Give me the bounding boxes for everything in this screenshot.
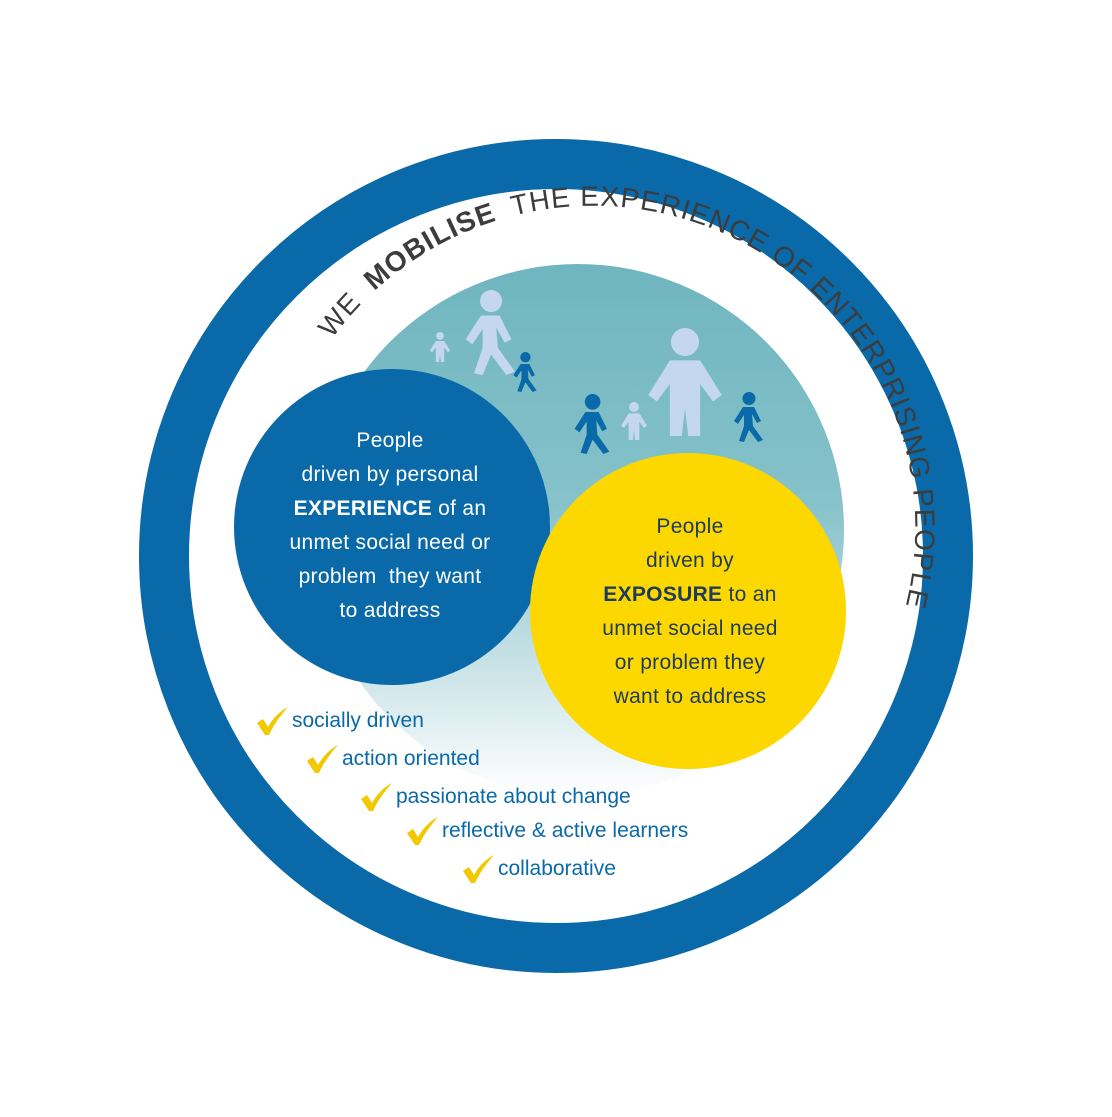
person-icon <box>574 394 610 454</box>
trait-label: reflective & active learners <box>442 819 689 842</box>
experience-line-3: EXPERIENCE of an <box>240 492 540 526</box>
person-icon <box>734 392 763 442</box>
trait-label: collaborative <box>498 857 616 880</box>
check-icon <box>254 706 290 736</box>
check-icon <box>358 782 394 812</box>
exposure-line-6: want to address <box>613 685 767 708</box>
experience-circle-text: People driven by personal EXPERIENCE of … <box>240 424 540 628</box>
exposure-line-3-rest: to an <box>728 583 777 606</box>
trait-label: passionate about change <box>396 785 631 808</box>
experience-line-1: People <box>356 429 424 452</box>
experience-line-2: driven by personal <box>301 463 479 486</box>
arc-heading-we: WE <box>312 286 366 343</box>
trait-item: socially driven <box>254 706 424 736</box>
experience-line-6: to address <box>339 599 441 622</box>
experience-line-5: problem they want <box>298 565 482 588</box>
exposure-line-5: or problem they <box>614 651 766 674</box>
exposure-line-1: People <box>656 515 724 538</box>
outer-ring <box>139 139 973 973</box>
exposure-circle <box>530 453 846 769</box>
person-icon <box>513 352 537 392</box>
trait-label: action oriented <box>342 747 480 770</box>
experience-circle <box>234 369 550 685</box>
exposure-emphasis: EXPOSURE <box>603 583 723 606</box>
experience-line-3-rest: of an <box>438 497 487 520</box>
check-icon <box>304 744 340 774</box>
person-icon <box>621 402 647 440</box>
exposure-line-2: driven by <box>646 549 734 572</box>
trait-label: socially driven <box>292 709 424 732</box>
trait-item: action oriented <box>304 744 480 774</box>
check-icon <box>460 854 496 884</box>
experience-emphasis: EXPERIENCE <box>293 497 432 520</box>
people-figures <box>429 290 763 454</box>
person-icon <box>429 332 451 362</box>
person-icon <box>465 290 515 375</box>
person-icon <box>648 328 722 436</box>
trait-item: passionate about change <box>358 782 631 812</box>
experience-line-4: unmet social need or <box>289 531 491 554</box>
trait-item: reflective & active learners <box>404 816 688 846</box>
check-icon <box>404 816 440 846</box>
exposure-line-4: unmet social need <box>602 617 778 640</box>
trait-item: collaborative <box>460 854 616 884</box>
exposure-circle-text: People driven by EXPOSURE to an unmet so… <box>540 510 840 714</box>
exposure-line-3: EXPOSURE to an <box>540 578 840 612</box>
